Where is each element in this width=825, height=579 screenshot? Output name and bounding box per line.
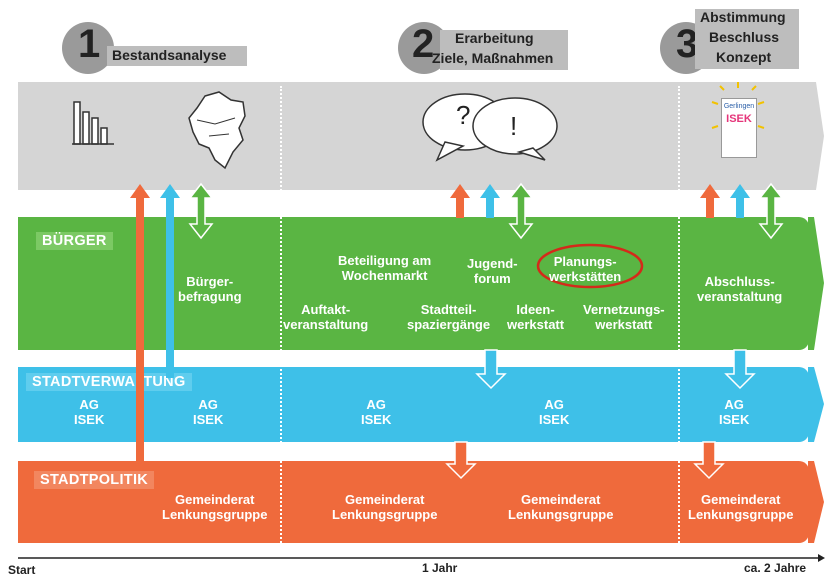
jugendforum-line2: forum <box>473 270 511 286</box>
bar-chart-icon <box>72 101 114 145</box>
stage-3-label-bg <box>695 9 799 69</box>
city-map-icon <box>188 91 246 170</box>
vernetzung-line2: werkstatt <box>595 316 653 332</box>
auftakt-line1: Auftakt- <box>301 302 351 317</box>
ag-isek-3-line2: ISEK <box>361 411 392 427</box>
ag-isek-2-line2: ISEK <box>193 411 224 427</box>
phase-divider-2 <box>678 86 680 566</box>
gemeinderat-4: Gemeinderat Lenkungsgruppe <box>688 492 794 522</box>
exclamation-mark: ! <box>510 111 518 141</box>
ag-isek-4-line1: AG <box>544 397 564 412</box>
planungswerkstaetten: Planungs- werkstätten <box>549 254 622 284</box>
gemeinderat-3-line1: Gemeinderat <box>520 492 601 507</box>
verwaltung-band-chevron <box>808 367 824 442</box>
stage-3-label-line3: Konzept <box>716 49 772 65</box>
speech-bubbles-icon <box>422 93 558 162</box>
stage-2-label-line2: Ziele, Maßnahmen <box>432 50 554 66</box>
planungswerkstaetten-line2: werkstätten <box>549 268 622 284</box>
isek-document-title: Gerlingen <box>723 103 755 110</box>
gemeinderat-4-line2: Lenkungsgruppe <box>688 506 794 522</box>
planungswerkstaetten-line1: Planungs- <box>553 254 617 269</box>
auftaktveranstaltung: Auftakt- veranstaltung <box>283 302 369 332</box>
timeline-end: ca. 2 Jahre <box>744 561 807 575</box>
ag-isek-2-line1: AG <box>198 397 218 412</box>
isek-document-rays <box>711 82 765 129</box>
ag-isek-4-line2: ISEK <box>539 411 570 427</box>
stage-1-circle <box>62 22 114 74</box>
analysis-band <box>18 82 809 190</box>
vernetzungswerkstatt: Vernetzungs- werkstatt <box>583 302 665 332</box>
vernetzung-line1: Vernetzungs- <box>583 302 665 317</box>
gemeinderat-1-line2: Lenkungsgruppe <box>162 506 268 522</box>
gemeinderat-2-line2: Lenkungsgruppe <box>332 506 438 522</box>
stage-2-label-line1: Erarbeitung <box>455 30 534 46</box>
ag-isek-1-line2: ISEK <box>74 411 105 427</box>
verwaltung-band-title: STADTVERWALTUNG <box>26 373 192 391</box>
jugendforum-line1: Jugend- <box>467 256 518 271</box>
ag-isek-5-line2: ISEK <box>719 411 750 427</box>
stage-3-number: 3 <box>676 22 699 66</box>
ideen-line1: Ideen- <box>516 302 555 317</box>
ag-isek-1: AG ISEK <box>74 397 105 427</box>
stage-3-label-line1: Abstimmung <box>700 9 786 25</box>
phase-divider-1 <box>280 86 282 566</box>
question-mark: ? <box>456 100 471 130</box>
ag-isek-2: AG ISEK <box>193 397 224 427</box>
stadtteil-line1: Stadtteil- <box>420 302 477 317</box>
stage-1-label-bg <box>107 46 247 66</box>
ag-isek-5-line1: AG <box>724 397 744 412</box>
stage-1-label: Bestandsanalyse <box>112 47 227 63</box>
ag-isek-1-line1: AG <box>79 397 99 412</box>
jugendforum: Jugend- forum <box>467 256 518 286</box>
buerger-band <box>18 217 809 350</box>
ag-isek-3-line1: AG <box>366 397 386 412</box>
abschluss-line2: veranstaltung <box>697 288 783 304</box>
auftakt-line2: veranstaltung <box>283 316 369 332</box>
buerger-befragung: Bürger- befragung <box>178 274 242 304</box>
gemeinderat-4-line1: Gemeinderat <box>700 492 781 507</box>
isek-document-logo: ISEK <box>726 113 752 125</box>
stage-2-number: 2 <box>412 22 435 66</box>
wochenmarkt-line2: Wochenmarkt <box>341 267 428 283</box>
timeline-mid: 1 Jahr <box>422 561 458 575</box>
ag-isek-4: AG ISEK <box>539 397 570 427</box>
gemeinderat-1-line1: Gemeinderat <box>174 492 255 507</box>
wochenmarkt-line1: Beteiligung am <box>338 253 432 268</box>
gemeinderat-3: Gemeinderat Lenkungsgruppe <box>508 492 614 522</box>
buerger-band-chevron <box>808 217 824 350</box>
politik-band-chevron <box>808 461 824 543</box>
buerger-band-title: BÜRGER <box>36 232 113 250</box>
politik-band-title: STADTPOLITIK <box>34 471 155 489</box>
ag-isek-3: AG ISEK <box>361 397 392 427</box>
buerger-befragung-line2: befragung <box>178 288 242 304</box>
wochenmarkt: Beteiligung am Wochenmarkt <box>338 253 432 283</box>
gemeinderat-2: Gemeinderat Lenkungsgruppe <box>332 492 438 522</box>
stadtteil-line2: spaziergänge <box>407 316 491 332</box>
ideenwerkstatt: Ideen- werkstatt <box>507 302 565 332</box>
analysis-band-chevron <box>808 82 824 190</box>
abschlussveranstaltung: Abschluss- veranstaltung <box>697 274 783 304</box>
stage-1-number: 1 <box>78 22 101 66</box>
stage-2-label-bg <box>440 30 568 70</box>
isek-document: Gerlingen ISEK <box>721 98 757 158</box>
timeline-start: Start <box>8 563 36 577</box>
gemeinderat-3-line2: Lenkungsgruppe <box>508 506 614 522</box>
abschluss-line1: Abschluss- <box>704 274 775 289</box>
gemeinderat-2-line1: Gemeinderat <box>344 492 425 507</box>
ag-isek-5: AG ISEK <box>719 397 750 427</box>
stage-3-label-line2: Beschluss <box>709 29 780 45</box>
ideen-line2: werkstatt <box>507 316 565 332</box>
stadtteilspaziergaenge: Stadtteil- spaziergänge <box>407 302 491 332</box>
buerger-befragung-line1: Bürger- <box>186 274 234 289</box>
gemeinderat-1: Gemeinderat Lenkungsgruppe <box>162 492 268 522</box>
